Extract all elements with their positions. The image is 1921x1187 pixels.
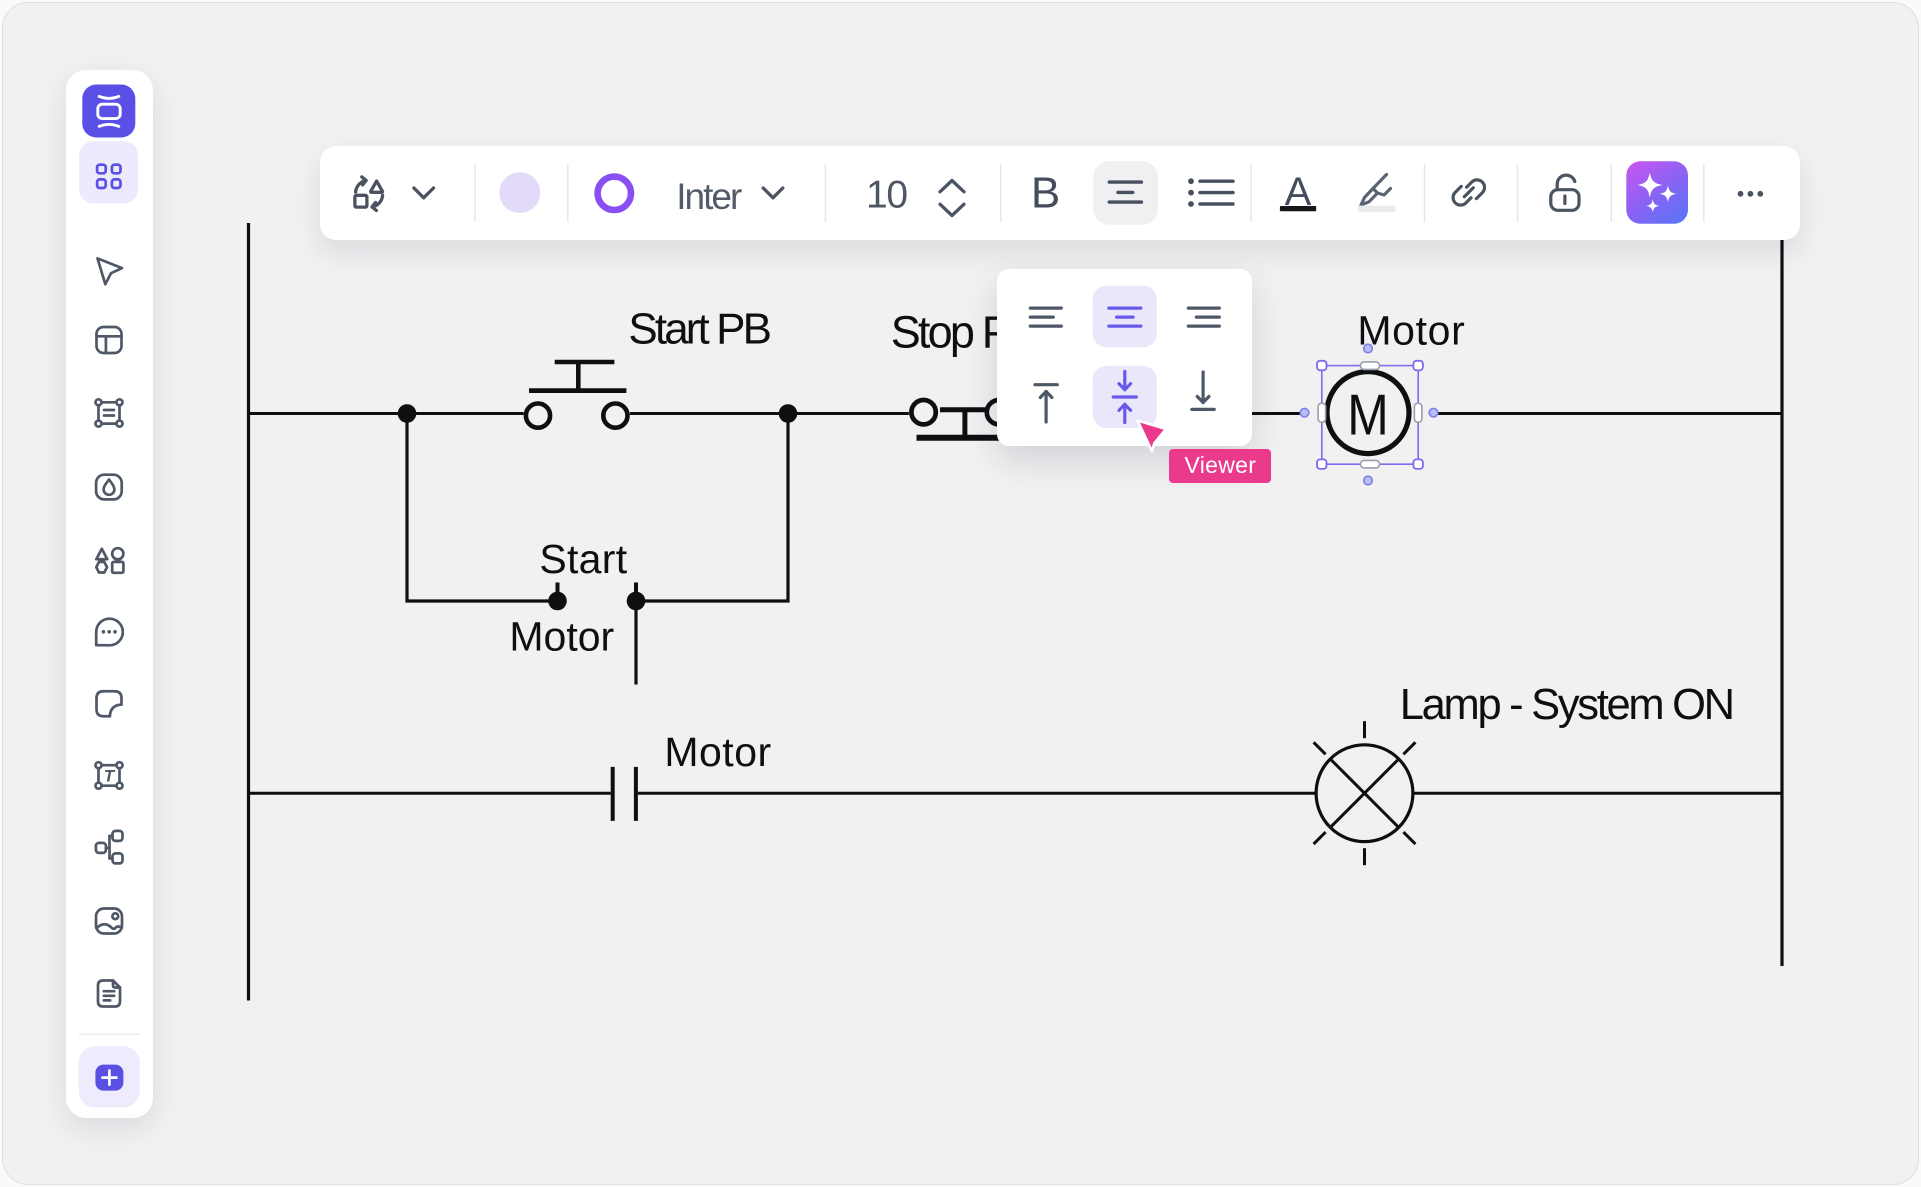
svg-text:Start PB: Start PB (628, 304, 770, 353)
svg-text:M: M (1347, 384, 1389, 448)
svg-text:T: T (103, 766, 115, 785)
svg-text:Motor: Motor (664, 729, 771, 775)
svg-text:Lamp - System ON: Lamp - System ON (1400, 681, 1733, 729)
svg-text:B: B (1031, 169, 1060, 218)
svg-text:10: 10 (866, 173, 907, 216)
svg-text:Inter: Inter (676, 176, 742, 217)
svg-text:Motor: Motor (1357, 308, 1465, 354)
svg-text:Motor: Motor (509, 614, 614, 660)
svg-text:Start: Start (539, 536, 627, 582)
